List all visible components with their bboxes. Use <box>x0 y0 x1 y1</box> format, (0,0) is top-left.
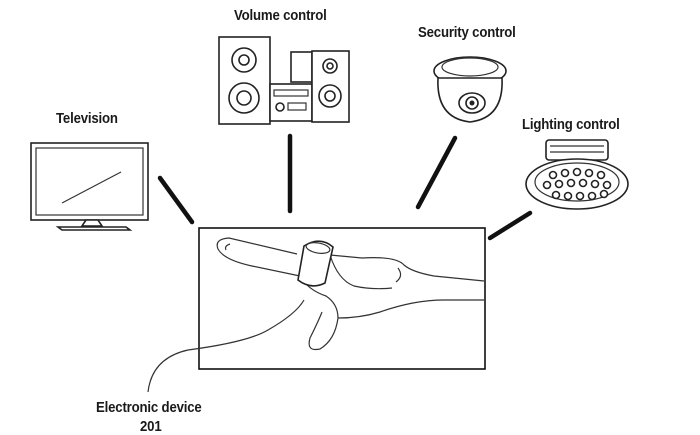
hand-illustration <box>216 237 485 351</box>
connector-lighting <box>487 210 533 241</box>
smart-ring-icon <box>297 240 334 287</box>
lighting-fixture-icon <box>525 139 629 210</box>
label-volume-control: Volume control <box>234 7 327 24</box>
electronic-device-panel <box>198 227 486 370</box>
connector-television <box>157 175 195 225</box>
label-lighting-control: Lighting control <box>522 116 620 133</box>
stereo-speaker-icon <box>218 36 350 125</box>
label-device-ref: 201 <box>140 418 162 435</box>
television-icon <box>30 142 149 231</box>
device-leader-line <box>147 299 305 393</box>
label-electronic-device: Electronic device <box>96 399 202 416</box>
label-television: Television <box>56 110 118 127</box>
security-camera-icon <box>433 56 507 123</box>
connector-security <box>415 135 458 210</box>
label-security-control: Security control <box>418 24 516 41</box>
